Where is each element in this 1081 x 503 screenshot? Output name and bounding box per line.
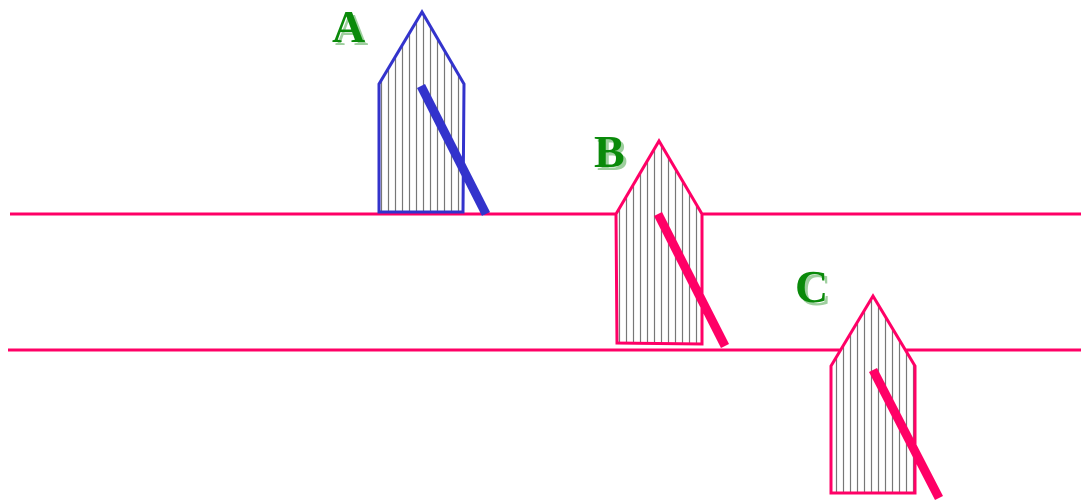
- object-c-rod: [869, 367, 943, 501]
- label-c-shadow: C: [798, 264, 831, 315]
- label-a-shadow: A: [335, 4, 368, 55]
- label-b-shadow: B: [597, 129, 628, 180]
- object-c-body: [829, 293, 917, 495]
- object-b: [614, 138, 730, 349]
- label-a: A: [332, 1, 365, 52]
- object-a-body: [377, 9, 466, 214]
- object-c: [829, 293, 943, 501]
- object-b-body: [614, 138, 704, 346]
- object-a-rod: [416, 83, 491, 217]
- label-c: C: [795, 261, 828, 312]
- label-b: B: [594, 126, 625, 177]
- object-a: [377, 9, 491, 217]
- object-b-rod: [653, 211, 730, 349]
